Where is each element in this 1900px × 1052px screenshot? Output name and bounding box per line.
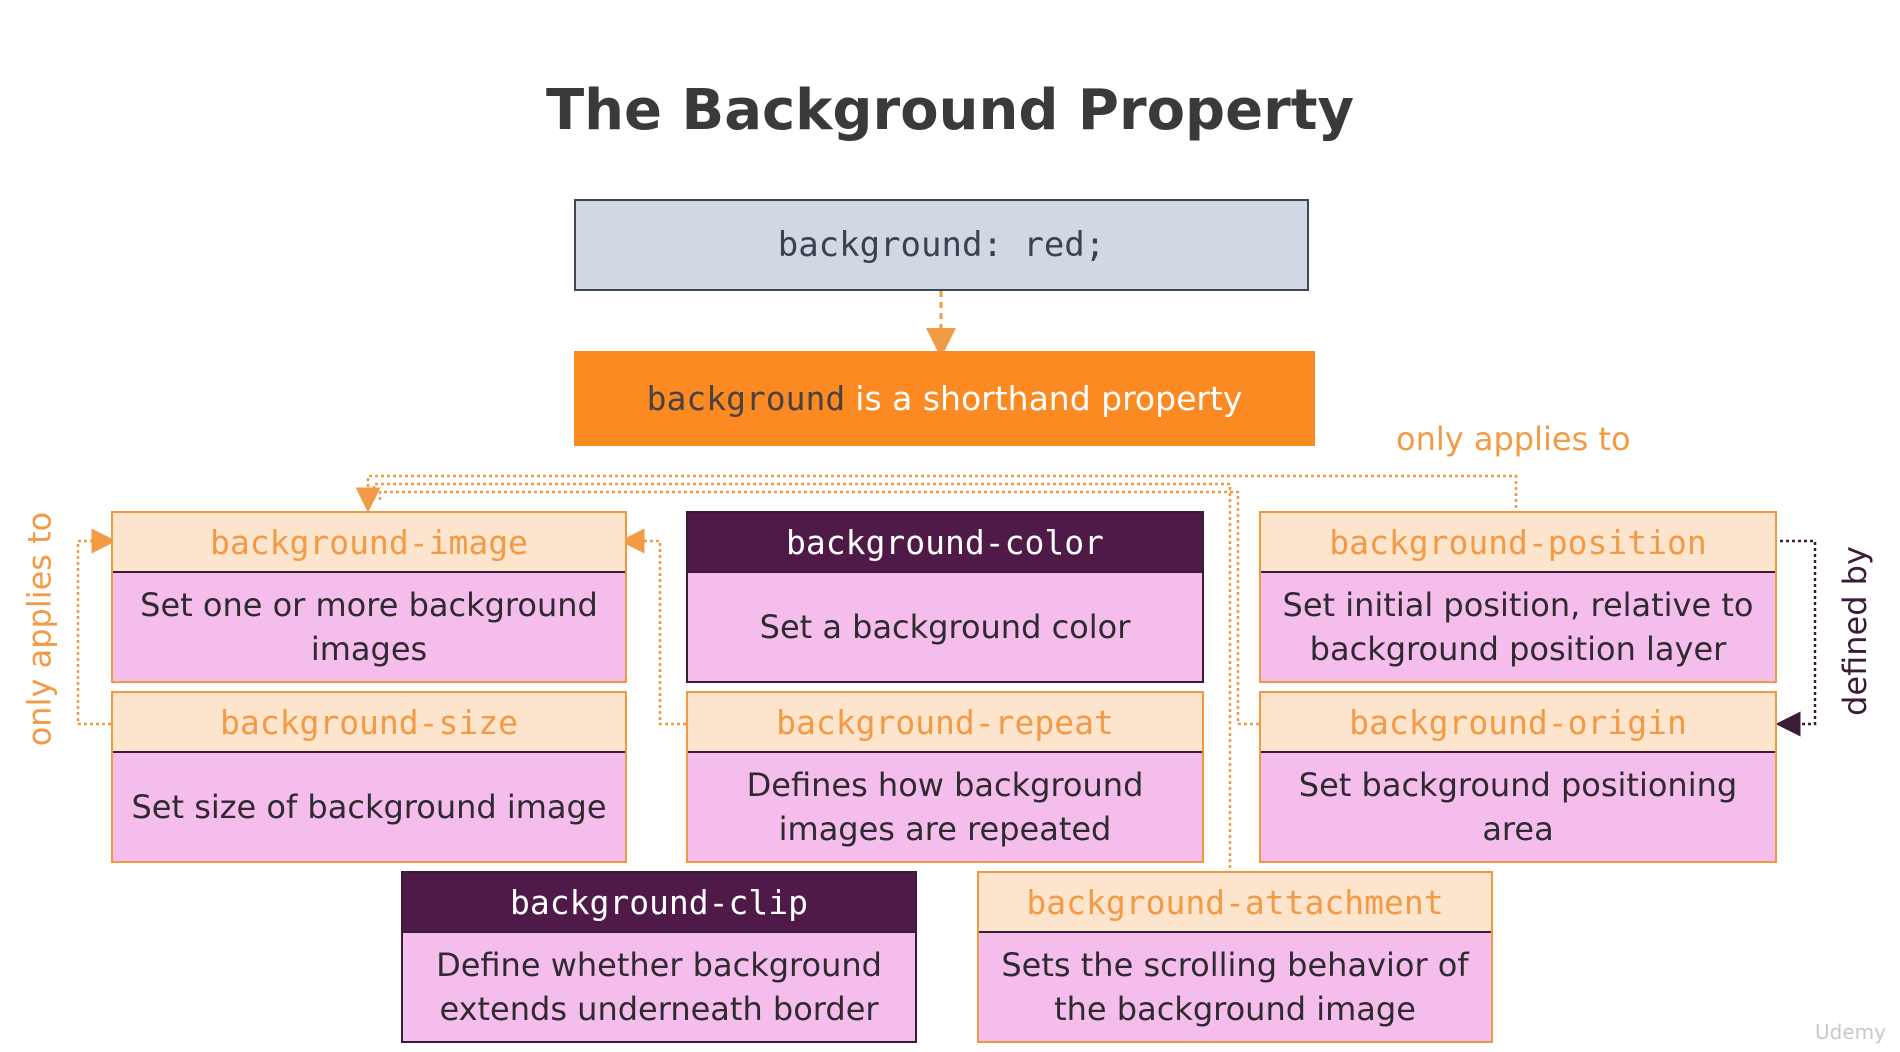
card-body: Set one or more background images bbox=[113, 573, 625, 681]
defined-by-label: defined by bbox=[1835, 546, 1874, 716]
card-head: background-origin bbox=[1261, 693, 1775, 753]
card-body: Defines how background images are repeat… bbox=[688, 753, 1202, 861]
card-body: Set size of background image bbox=[113, 753, 625, 861]
card-background-clip: background-clip Define whether backgroun… bbox=[401, 871, 917, 1043]
card-head: background-attachment bbox=[979, 873, 1491, 933]
card-body: Set background positioning area bbox=[1261, 753, 1775, 861]
card-head: background-repeat bbox=[688, 693, 1202, 753]
arrow-attachment-to-image bbox=[372, 482, 1232, 868]
code-box: background: red; bbox=[574, 199, 1309, 291]
card-head: background-clip bbox=[403, 873, 915, 933]
udemy-watermark: Udemy bbox=[1815, 1020, 1886, 1044]
left-applies-label: only applies to bbox=[20, 511, 59, 747]
card-body: Set a background color bbox=[688, 573, 1202, 681]
card-head: background-color bbox=[688, 513, 1202, 573]
card-head: background-size bbox=[113, 693, 625, 753]
card-background-repeat: background-repeat Defines how background… bbox=[686, 691, 1204, 863]
card-body: Set initial position, relative to backgr… bbox=[1261, 573, 1775, 681]
card-background-origin: background-origin Set background positio… bbox=[1259, 691, 1777, 863]
arrow-position-to-origin bbox=[1775, 539, 1817, 737]
card-background-position: background-position Set initial position… bbox=[1259, 511, 1777, 683]
shorthand-text: is a shorthand property bbox=[855, 379, 1243, 418]
card-head: background-image bbox=[113, 513, 625, 573]
shorthand-box: background is a shorthand property bbox=[574, 351, 1315, 446]
arrow-repeat-to-image bbox=[619, 528, 686, 726]
arrow-origin-to-image bbox=[378, 490, 1259, 726]
card-background-attachment: background-attachment Sets the scrolling… bbox=[977, 871, 1493, 1043]
arrow-size-to-image bbox=[76, 528, 117, 726]
card-background-image: background-image Set one or more backgro… bbox=[111, 511, 627, 683]
top-applies-label: only applies to bbox=[1396, 420, 1631, 458]
card-body: Define whether background extends undern… bbox=[403, 933, 915, 1041]
arrow-position-to-image bbox=[355, 474, 1518, 513]
card-body: Sets the scrolling behavior of the backg… bbox=[979, 933, 1491, 1041]
card-background-size: background-size Set size of background i… bbox=[111, 691, 627, 863]
card-head: background-position bbox=[1261, 513, 1775, 573]
card-background-color: background-color Set a background color bbox=[686, 511, 1204, 683]
page-title: The Background Property bbox=[545, 78, 1355, 143]
shorthand-keyword: background bbox=[646, 379, 846, 418]
